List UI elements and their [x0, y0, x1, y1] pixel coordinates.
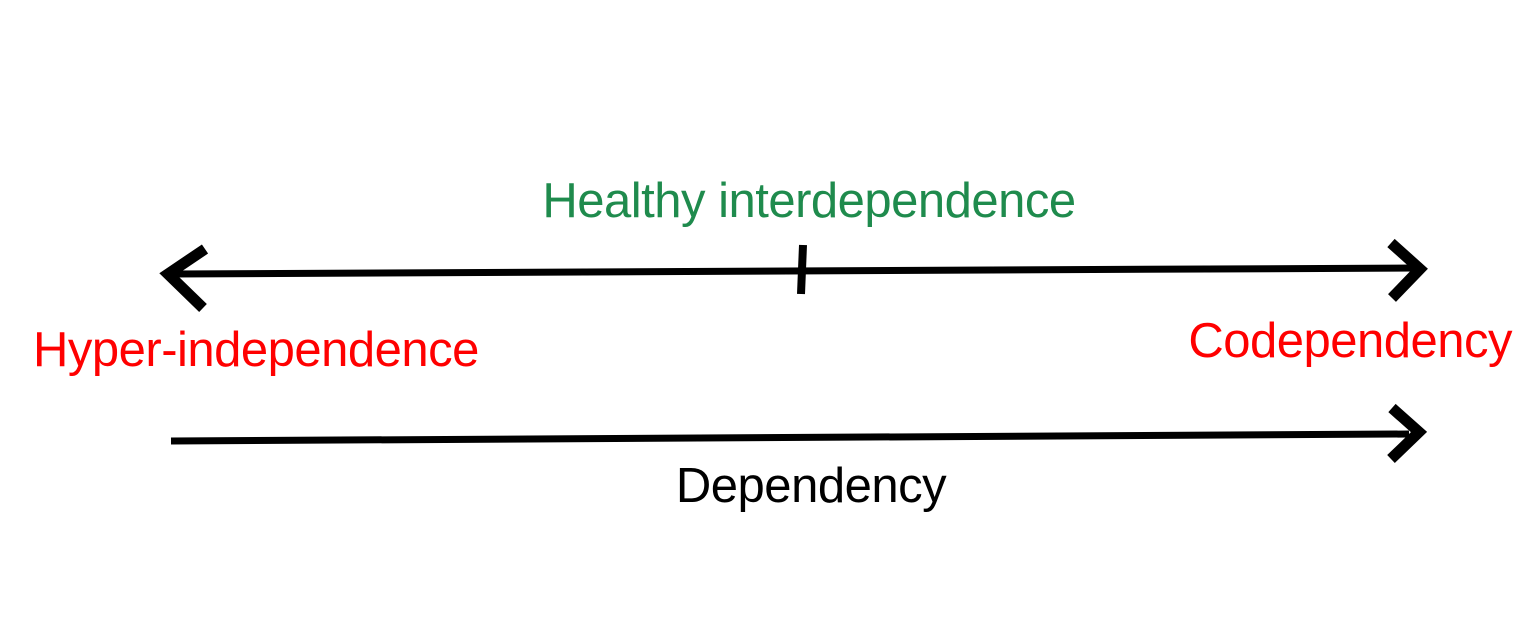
spectrum-axis-line: [171, 264, 1415, 278]
dependency-arrow-head-icon: [1387, 403, 1428, 463]
arrow-right-head-icon: [1387, 238, 1428, 302]
dependency-axis-line: [170, 430, 1410, 445]
healthy-interdependence-label: Healthy interdependence: [542, 174, 1076, 228]
dependency-label: Dependency: [675, 459, 947, 513]
codependency-label: Codependency: [1188, 314, 1512, 368]
midpoint-tick: [797, 244, 807, 295]
arrow-left-head-icon: [159, 244, 209, 312]
hyper-independence-label: Hyper-independence: [33, 323, 479, 377]
